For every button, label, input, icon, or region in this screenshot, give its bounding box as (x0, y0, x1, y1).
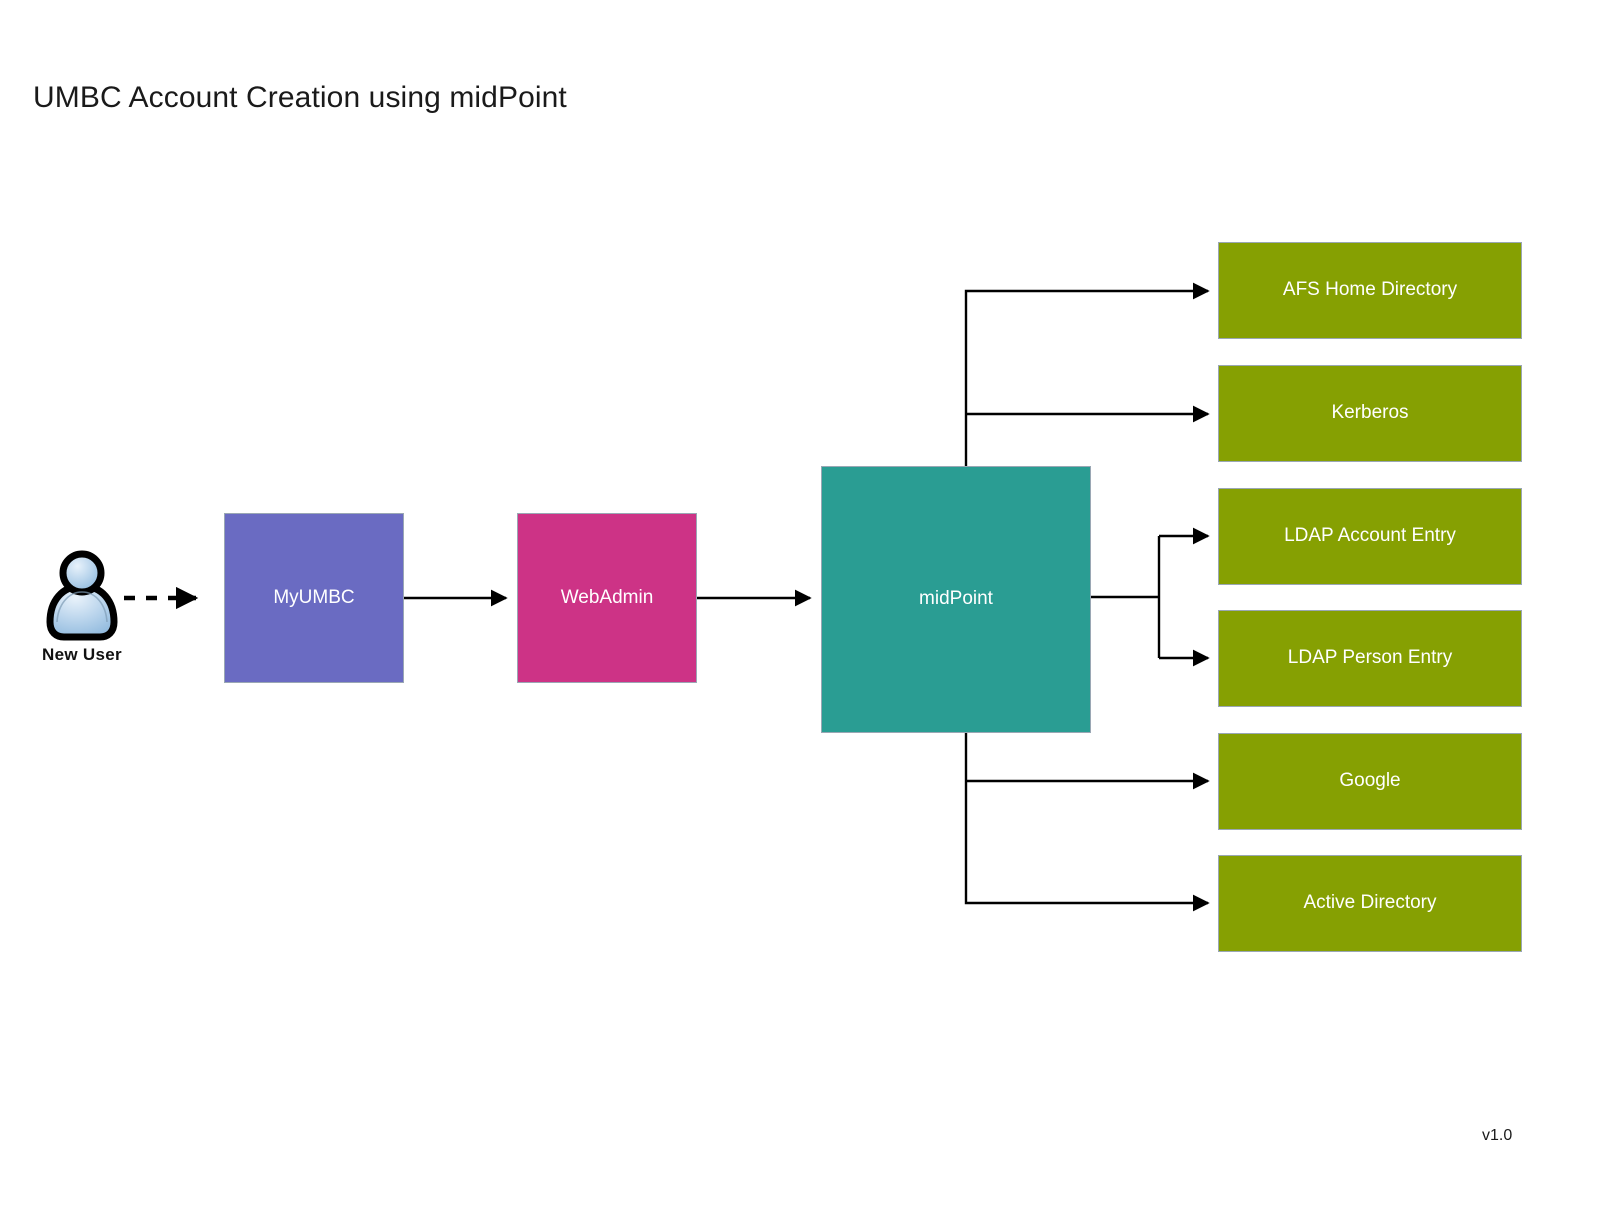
edge-midpoint-right-stem (1090, 536, 1161, 658)
node-kerberos[interactable]: Kerberos (1218, 365, 1522, 462)
page-title: UMBC Account Creation using midPoint (33, 81, 567, 114)
node-active-directory[interactable]: Active Directory (1218, 855, 1522, 952)
node-kerberos-label: Kerberos (1331, 402, 1409, 424)
node-webadmin-label: WebAdmin (560, 586, 654, 608)
node-active-directory-label: Active Directory (1303, 892, 1437, 914)
node-afs-home-directory[interactable]: AFS Home Directory (1218, 242, 1522, 339)
version-label: v1.0 (1482, 1127, 1513, 1144)
node-google-label: Google (1339, 770, 1401, 792)
edge-midpoint-to-active-directory (964, 732, 1210, 912)
node-myumbc[interactable]: MyUMBC (224, 513, 404, 683)
node-ldap-account-entry-label: LDAP Account Entry (1284, 525, 1456, 547)
user-person-icon (46, 550, 118, 641)
node-webadmin[interactable]: WebAdmin (517, 513, 697, 683)
node-afs-home-directory-label: AFS Home Directory (1282, 279, 1458, 301)
node-ldap-person-entry[interactable]: LDAP Person Entry (1218, 610, 1522, 707)
node-ldap-account-entry[interactable]: LDAP Account Entry (1218, 488, 1522, 585)
node-google[interactable]: Google (1218, 733, 1522, 830)
node-midpoint[interactable]: midPoint (821, 466, 1091, 733)
node-myumbc-label: MyUMBC (273, 586, 355, 608)
actor-label-new-user: New User (42, 645, 122, 664)
node-midpoint-label: midPoint (919, 588, 993, 610)
edge-midpoint-to-afs-home-directory (964, 282, 1210, 466)
node-ldap-person-entry-label: LDAP Person Entry (1287, 647, 1453, 669)
